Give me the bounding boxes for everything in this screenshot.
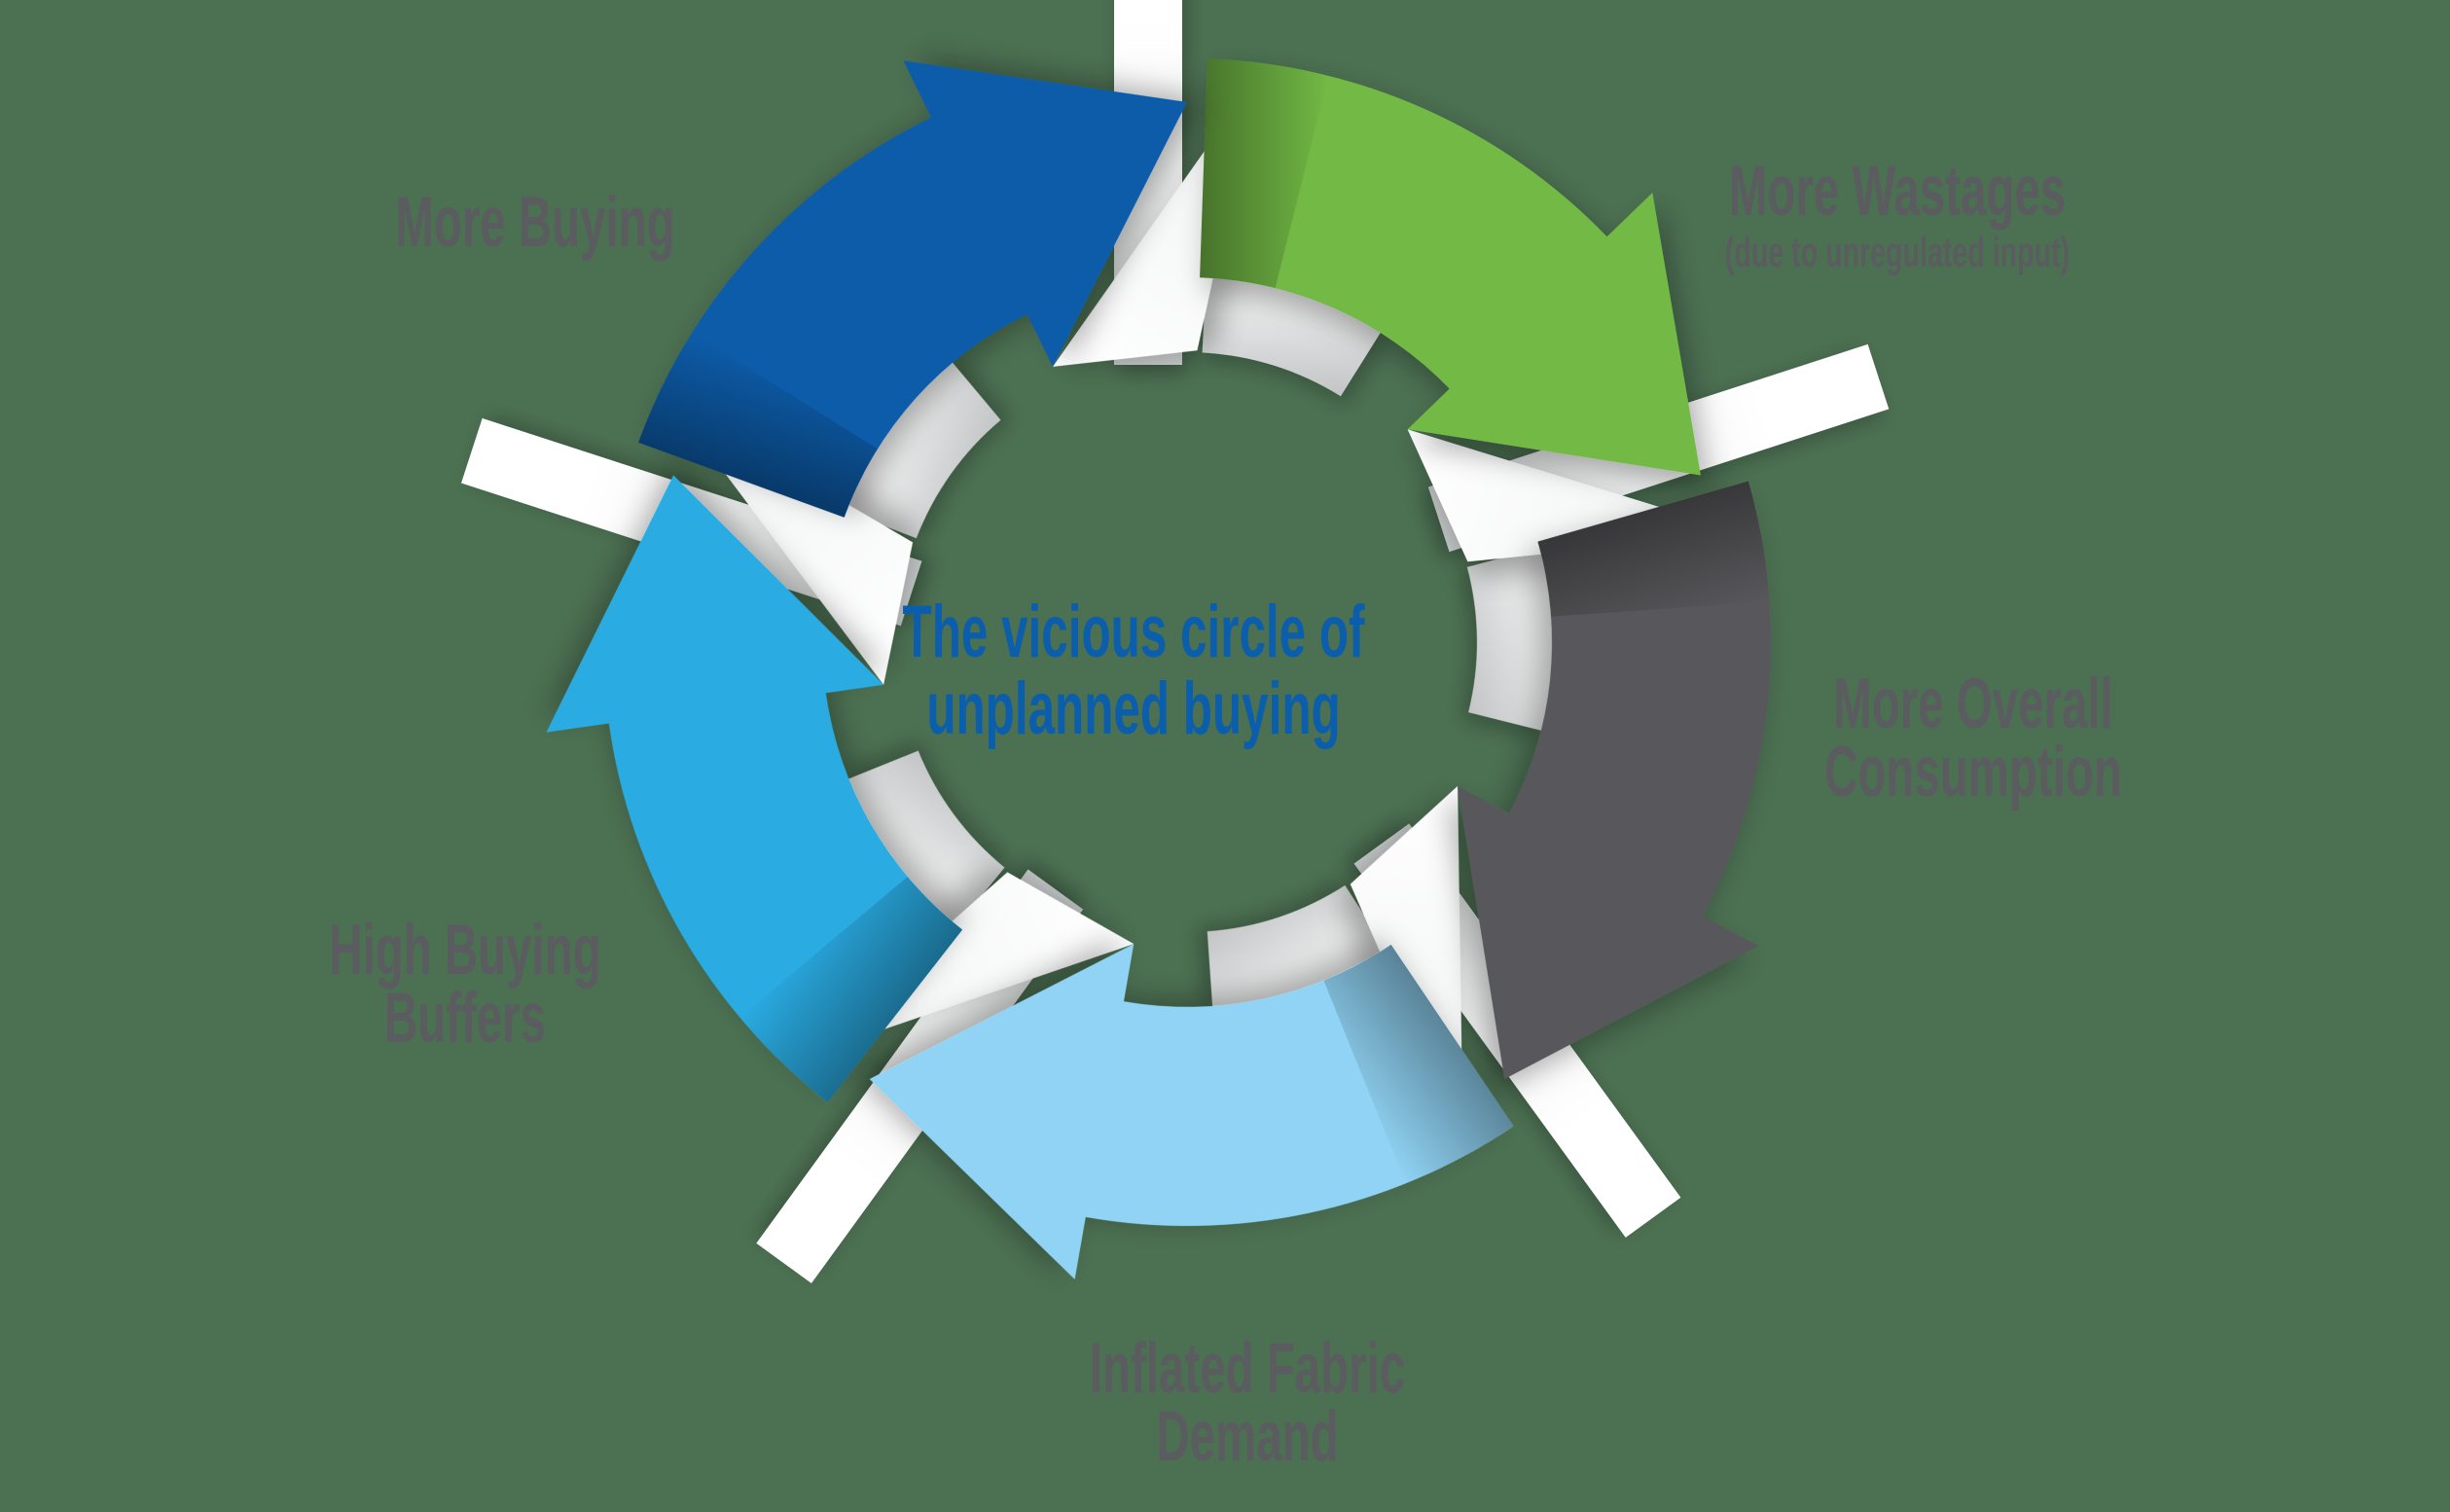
label-high-buffers-line1: High Buying	[329, 911, 601, 990]
label-inflated-demand: Inflated Fabric Demand	[1090, 1333, 1405, 1472]
label-more-wastages-text: More Wastages	[1728, 152, 2067, 231]
arrow-more-wastages	[1200, 58, 1701, 476]
label-more-buying: More Buying	[395, 187, 674, 258]
label-more-wastages-note: (due to unregulated input)	[1724, 229, 2071, 276]
label-more-buying-text: More Buying	[395, 183, 675, 262]
label-more-consumption-line1: More Overall	[1833, 665, 2113, 743]
label-more-consumption: More Overall Consumption	[1824, 668, 2122, 808]
label-inflated-demand-line1: Inflated Fabric	[1089, 1329, 1406, 1408]
diagram-title: The vicious circle of unplanned buying	[903, 594, 1365, 747]
diagram-title-line1: The vicious circle of	[902, 591, 1365, 673]
label-more-wastages: More Wastages (due to unregulated input)	[1725, 155, 2070, 277]
label-high-buffers-line2: Buffers	[383, 979, 547, 1058]
label-high-buffers: High Buying Buffers	[329, 915, 600, 1054]
diagram-title-line2: unplanned buying	[926, 667, 1341, 750]
label-inflated-demand-line2: Demand	[1156, 1397, 1339, 1476]
label-more-consumption-line2: Consumption	[1824, 733, 2122, 811]
